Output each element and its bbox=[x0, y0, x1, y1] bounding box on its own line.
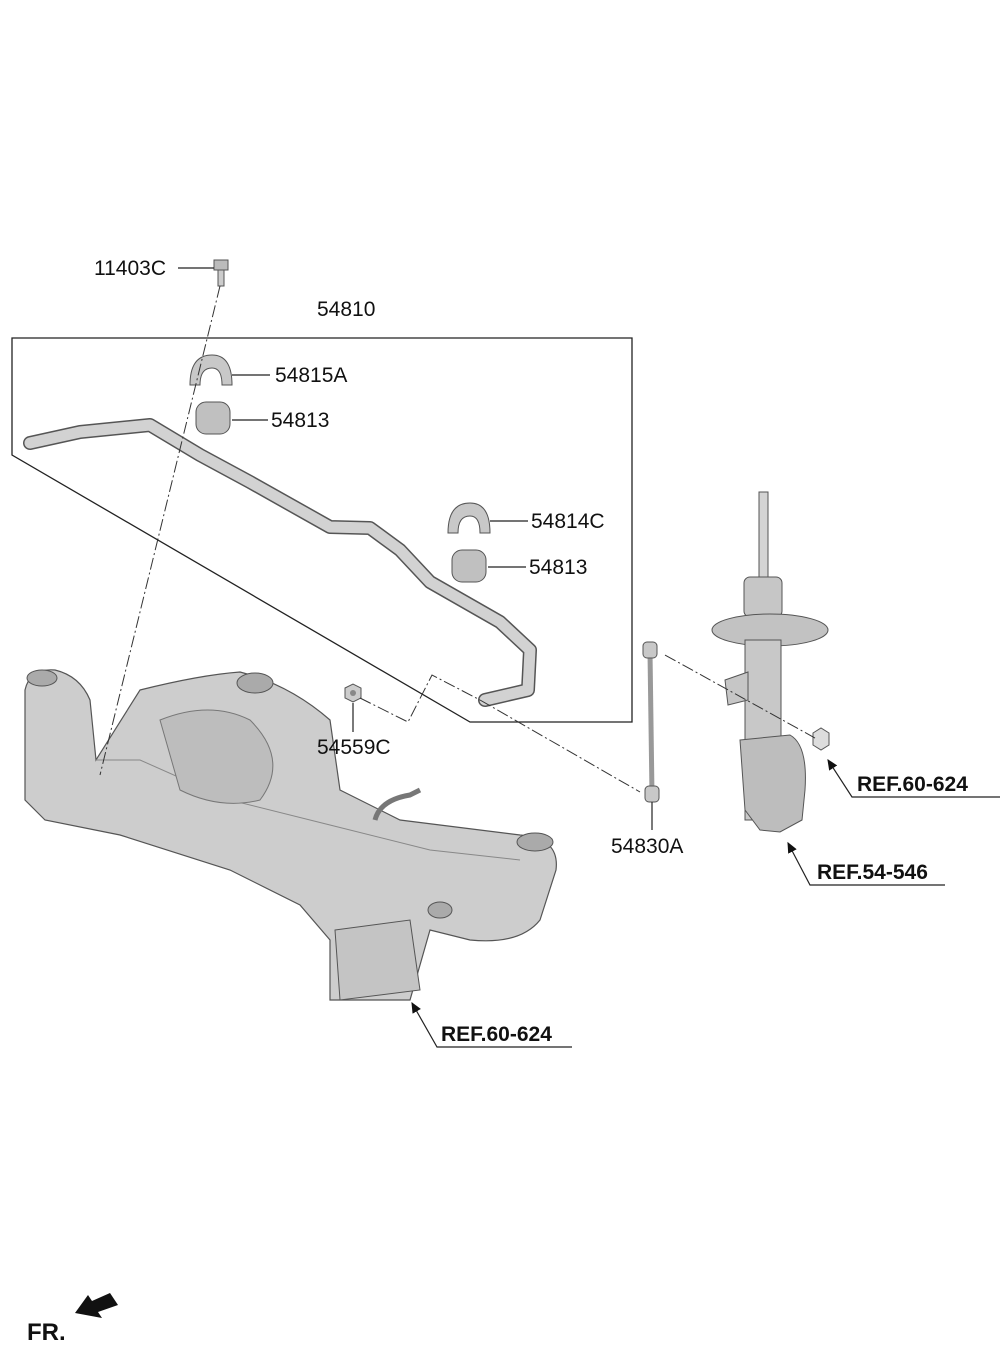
strut-shape bbox=[711, 491, 830, 833]
stabilizer-bar bbox=[23, 418, 537, 707]
part-label-54813-right[interactable]: 54813 bbox=[529, 556, 588, 579]
ref-label-strut[interactable]: REF.54-546 bbox=[817, 861, 928, 884]
part-label-11403c[interactable]: 11403C bbox=[94, 257, 167, 280]
leader-lines bbox=[178, 267, 1000, 1048]
assembly-lines bbox=[99, 285, 816, 793]
stabilizer-link-shape bbox=[642, 641, 660, 803]
bolt-shape bbox=[213, 259, 229, 287]
part-label-54830a[interactable]: 54830A bbox=[611, 835, 684, 858]
part-label-54815a[interactable]: 54815A bbox=[275, 364, 348, 387]
bushing-right-shape bbox=[451, 549, 487, 583]
part-label-54813-left[interactable]: 54813 bbox=[271, 409, 330, 432]
front-direction-arrow-icon bbox=[75, 1293, 118, 1318]
front-direction-label: FR. bbox=[27, 1319, 66, 1346]
part-label-54559c[interactable]: 54559C bbox=[317, 736, 391, 759]
ref-label-strut-nut[interactable]: REF.60-624 bbox=[857, 773, 968, 796]
subframe bbox=[24, 669, 557, 1001]
bushing-left-shape bbox=[195, 401, 231, 435]
bracket-left-shape bbox=[189, 354, 233, 386]
part-label-54810[interactable]: 54810 bbox=[317, 298, 376, 321]
part-label-54814c[interactable]: 54814C bbox=[531, 510, 605, 533]
nut-shape bbox=[344, 683, 362, 703]
ref-label-subframe[interactable]: REF.60-624 bbox=[441, 1023, 552, 1046]
bracket-right-shape bbox=[447, 502, 491, 534]
assembly-outline bbox=[11, 337, 633, 723]
